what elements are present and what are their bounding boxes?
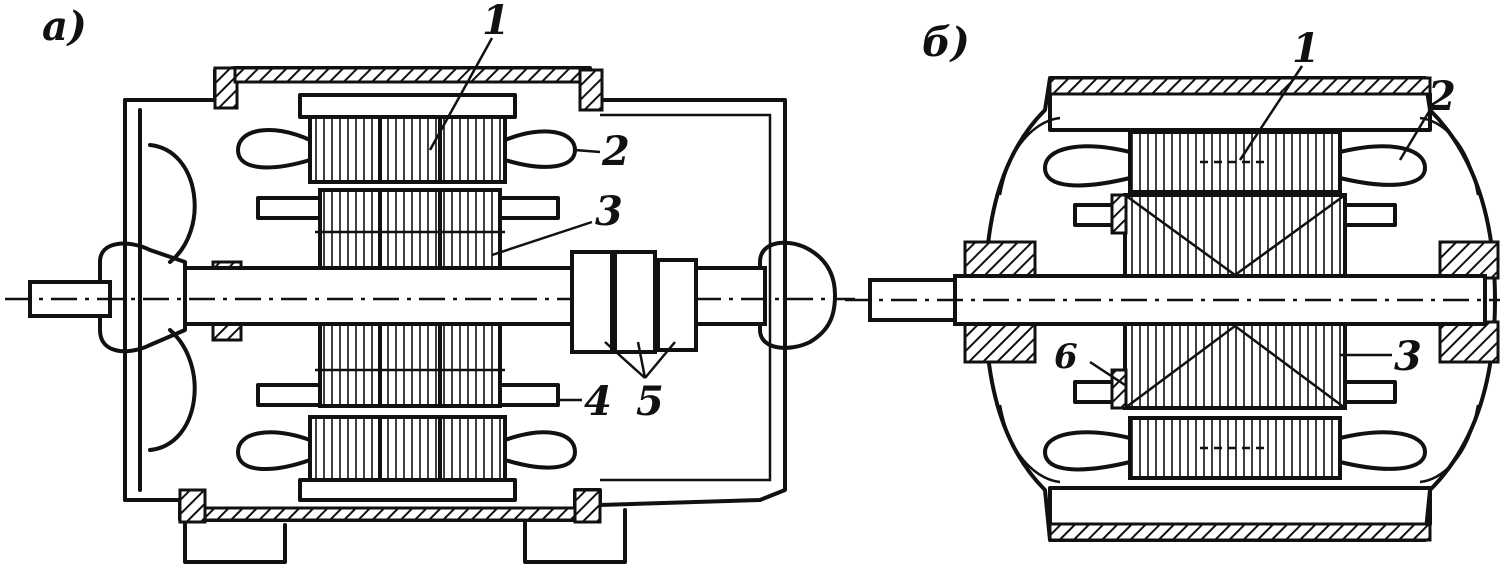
figure-a-slip-rings [570, 250, 698, 354]
figure-b-stator-winding [1043, 144, 1427, 472]
callout-a-5: 5 [636, 378, 664, 425]
figure-a-callouts: 1 2 3 4 5 [428, 0, 676, 425]
callout-b-1: 1 [1292, 25, 1320, 72]
figure-b-housing [983, 76, 1497, 542]
callout-a-2: 2 [601, 128, 630, 175]
figure-b-shaft [845, 274, 1500, 326]
figure-a-rotor-winding [256, 196, 560, 407]
figure-b-callouts: 1 2 3 6 [1054, 25, 1456, 387]
figure-b-bearings [963, 240, 1500, 364]
figure-b-label: б) [922, 19, 970, 66]
callout-b-2: 2 [1427, 73, 1456, 120]
callout-b-6: 6 [1054, 337, 1078, 377]
figure-b-rotor-rings [1073, 193, 1397, 410]
callout-b-3: 3 [1394, 333, 1422, 380]
figure-a-stator-core [298, 93, 517, 502]
figure-b: б) [845, 19, 1500, 542]
figure-a-end-shield-right [758, 240, 837, 350]
callout-a-4: 4 [584, 378, 612, 425]
callout-a-3: 3 [595, 188, 623, 235]
figure-a-label: а) [42, 3, 87, 50]
figure-a-shaft [5, 266, 855, 326]
figure-b-stator-core [1128, 130, 1342, 480]
figure-a-housing [123, 66, 787, 564]
figure-a-stator-winding [236, 127, 577, 471]
figure-a: а) [5, 0, 855, 564]
figure-a-rotor-core [315, 188, 505, 408]
callout-a-1: 1 [482, 0, 510, 44]
